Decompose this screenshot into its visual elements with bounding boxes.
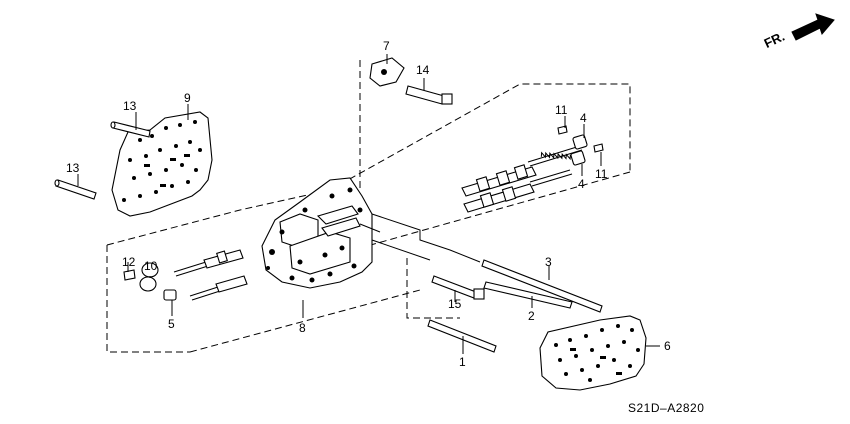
spacer [163,289,177,301]
bolt-upper [405,85,453,105]
callout-5: 5 [168,317,175,331]
callouts: 13 9 13 7 14 11 4 4 11 12 10 5 8 1 2 3 1… [66,39,671,369]
assembly-boundary [106,60,631,353]
callout-14: 14 [416,63,430,77]
figure-code: S21D–A2820 [628,401,704,415]
left-spool-upper [173,249,244,277]
dowel-pin-upper [110,121,151,138]
leader-lines [77,54,660,354]
main-valve-body [261,177,373,289]
callout-1: 1 [459,355,466,369]
upper-spool-assembly [461,134,588,197]
callout-3: 3 [545,255,552,269]
callout-6: 6 [664,339,671,353]
callout-8: 8 [299,321,306,335]
roll-pin-left [123,269,136,281]
callout-9: 9 [184,91,191,105]
callout-12: 12 [122,255,136,269]
callout-10: 10 [144,259,158,273]
callout-11-lower: 11 [595,167,608,181]
roll-pin-upper [557,125,568,135]
dowel-pin-lower [54,179,97,200]
callout-15: 15 [448,297,462,311]
long-bolt-2 [483,281,573,309]
long-bolt-1 [427,319,497,353]
callout-7: 7 [383,39,390,53]
lower-spool-assembly [463,150,586,213]
callout-4-upper: 4 [580,111,587,125]
callout-13-lower: 13 [66,161,80,175]
lower-separator-plate [539,315,647,391]
detent-bracket [369,57,405,87]
forward-arrow-icon [791,13,835,41]
bolt-15 [431,275,485,300]
left-spool-lower [189,275,248,301]
filter-cap [139,262,159,292]
direction-indicator: FR. [762,13,835,51]
callout-11-upper: 11 [555,103,568,117]
direction-label: FR. [762,29,787,51]
callout-2: 2 [528,309,535,323]
separator-plate [111,111,213,217]
connecting-lines [359,213,481,263]
long-bolt-3 [481,259,603,313]
callout-13-upper: 13 [123,99,137,113]
callout-4-lower: 4 [578,177,585,191]
roll-pin-lower [593,143,604,153]
